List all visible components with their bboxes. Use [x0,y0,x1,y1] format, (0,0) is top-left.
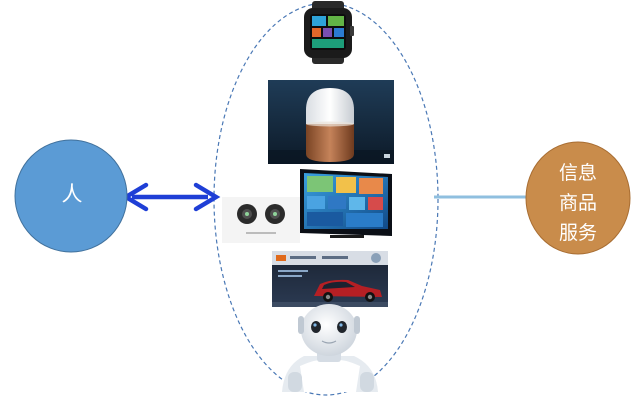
wireless-earbuds-icon [222,197,300,243]
person-node-label: 人 [61,182,83,206]
service-node [525,141,631,255]
service-label-line-1: 信息 [558,162,597,184]
humanoid-robot-icon [282,304,378,392]
bidirectional-arrow [121,182,221,212]
smartwatch-icon [304,1,354,64]
person-node [14,139,128,253]
connected-car-icon [272,251,388,307]
smart-tv-icon [300,169,392,238]
service-label-line-2: 商品 [558,192,597,214]
service-label-line-3: 服务 [558,222,597,244]
service-node-label: 信息 商品 服务 [528,158,628,248]
smart-speaker-icon [268,80,394,164]
